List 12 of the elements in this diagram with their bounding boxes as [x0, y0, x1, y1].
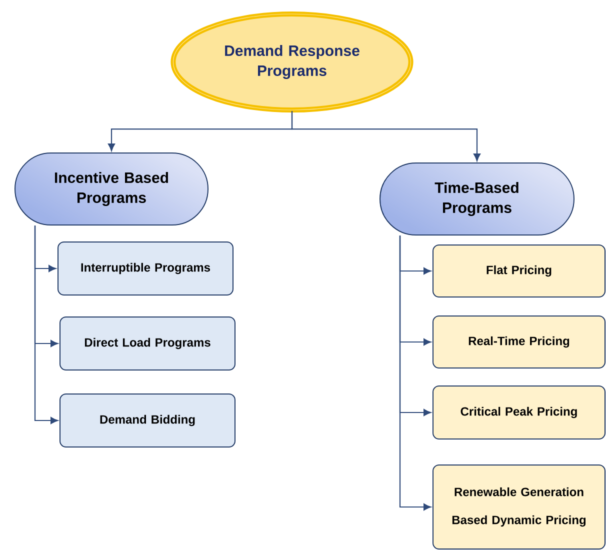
category-box: Incentive Based Programs: [14, 152, 208, 226]
category-box: Time-Based Programs: [380, 162, 574, 236]
program-box: Direct Load Programs: [60, 316, 236, 370]
connector-arrow: [34, 226, 58, 424]
pricing-box: Critical Peak Pricing: [432, 386, 606, 440]
connector-arrow: [399, 236, 432, 510]
pricing-box: Real-Time Pricing: [432, 316, 606, 368]
program-box: Demand Bidding: [60, 394, 236, 448]
connector-arrow: [291, 111, 480, 162]
pricing-box: Flat Pricing: [432, 244, 606, 298]
program-box: Interruptible Programs: [58, 242, 234, 296]
pricing-box: Renewable Generation Based Dynamic Pricing: [432, 464, 606, 550]
